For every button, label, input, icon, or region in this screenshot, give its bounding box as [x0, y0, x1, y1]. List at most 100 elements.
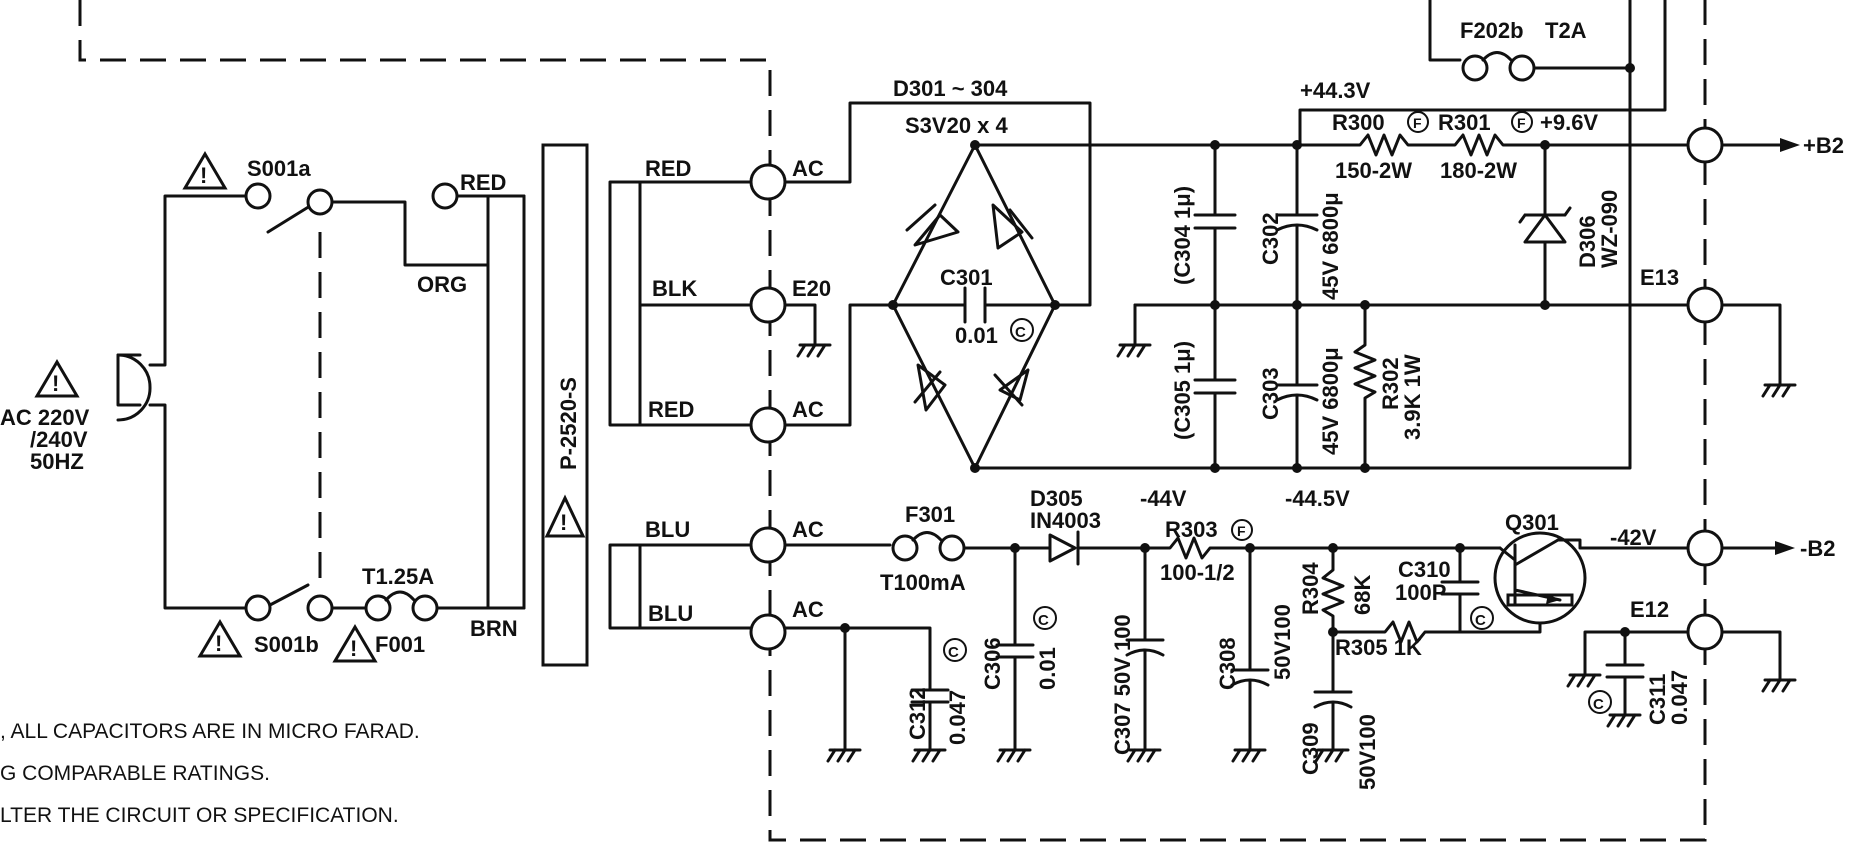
plus-b2-output: [1686, 126, 1800, 164]
fuse-rating-label: T1.25A: [362, 564, 434, 589]
d305-label: D305: [1030, 486, 1083, 511]
red-wire-label: RED: [648, 397, 694, 422]
warning-icon: !: [332, 624, 378, 663]
e13-label: E13: [1640, 265, 1679, 290]
svg-text:C: C: [1015, 324, 1026, 341]
plus-b2-label: +B2: [1803, 133, 1844, 158]
minus44-label: -44V: [1140, 486, 1187, 511]
svg-text:F: F: [1237, 523, 1246, 539]
c312-label: C312: [905, 687, 930, 740]
minus42-label: -42V: [1610, 525, 1657, 550]
svg-text:C: C: [948, 644, 959, 661]
c308-value: 50V100: [1270, 604, 1295, 680]
r303-value: 100-1/2: [1160, 560, 1235, 585]
plus443-label: +44.3V: [1300, 78, 1371, 103]
red-wire-label: RED: [645, 156, 691, 181]
svg-text:F: F: [1413, 115, 1422, 131]
warning-icon: !: [182, 151, 228, 190]
c306-value: 0.01: [1035, 647, 1060, 690]
c-mark-icon: C: [943, 638, 967, 662]
r302-value: 3.9K 1W: [1400, 354, 1425, 440]
r304-value: 68K: [1350, 575, 1375, 615]
minus-b2-label: -B2: [1800, 536, 1835, 561]
f301-label: F301: [905, 502, 955, 527]
d301-304-label: D301 ~ 304: [893, 76, 1008, 101]
d306-label: D306: [1575, 215, 1600, 268]
svg-text:C: C: [1475, 612, 1486, 629]
c310-label: C310: [1398, 557, 1451, 582]
c306-label: C306: [980, 637, 1005, 690]
e12-terminal: [1686, 613, 1797, 693]
e13-terminal: [1686, 286, 1797, 398]
negative-supply: [783, 530, 1692, 763]
warning-icon: !: [544, 494, 586, 538]
svg-text:!: !: [52, 371, 59, 396]
dashed-boundary: [78, 0, 1707, 842]
minus-b2-output: [1686, 529, 1795, 567]
c311-value: 0.047: [1667, 670, 1692, 725]
c309-label: C309: [1298, 722, 1323, 775]
org-wire-label: ORG: [417, 272, 467, 297]
f-mark-icon: F: [1407, 111, 1429, 133]
s001a-label: S001a: [247, 156, 311, 181]
svg-text:!: !: [350, 636, 357, 661]
c-mark-icon: C: [1010, 318, 1034, 342]
ac-terminal-label: AC: [792, 397, 824, 422]
ac-terminal-label: AC: [792, 156, 824, 181]
c303-label: C303: [1258, 367, 1283, 420]
note-line-3: LTER THE CIRCUIT OR SPECIFICATION.: [0, 804, 399, 827]
c301-value: 0.01: [955, 323, 998, 348]
svg-text:C: C: [1038, 612, 1049, 629]
c302-label: C302: [1258, 212, 1283, 265]
c-mark-icon: C: [1470, 606, 1494, 630]
warning-icon: !: [34, 359, 80, 398]
board-terminals: [749, 163, 787, 651]
e20-terminal-label: E20: [792, 276, 831, 301]
f-mark-icon: F: [1231, 519, 1253, 541]
ac-input-label-3: 50HZ: [30, 449, 84, 474]
c302-value: 45V 6800μ: [1318, 192, 1343, 300]
d306-value: WZ-090: [1597, 190, 1622, 268]
brn-wire-label: BRN: [470, 616, 518, 641]
c312-value: 0.047: [945, 690, 970, 745]
ground-symbol: [783, 303, 832, 358]
in4003-label: IN4003: [1030, 508, 1101, 533]
svg-text:!: !: [215, 631, 222, 656]
warning-icon: !: [197, 619, 243, 658]
c307-label: C307 50V 100: [1110, 614, 1135, 755]
plus96-label: +9.6V: [1540, 110, 1598, 135]
svg-text:F: F: [1517, 115, 1526, 131]
c303-value: 45V 6800μ: [1318, 347, 1343, 455]
note-line-1: , ALL CAPACITORS ARE IN MICRO FARAD.: [0, 720, 420, 743]
svg-text:!: !: [560, 510, 567, 535]
r304-label: R304: [1298, 562, 1323, 615]
p2520s-label: P-2520-S: [556, 377, 581, 470]
red-wire-label: RED: [460, 170, 506, 195]
c309-value: 50V100: [1355, 714, 1380, 790]
f-mark-icon: F: [1511, 111, 1533, 133]
ac-input-label-2: /240V: [30, 427, 88, 452]
s001b-label: S001b: [254, 632, 319, 657]
blk-wire-label: BLK: [652, 276, 697, 301]
t100ma-label: T100mA: [880, 570, 966, 595]
svg-text:!: !: [200, 163, 207, 188]
r300-label: R300: [1332, 110, 1385, 135]
c308-label: C308: [1215, 637, 1240, 690]
blu-wire-label: BLU: [648, 601, 693, 626]
note-line-2: G COMPARABLE RATINGS.: [0, 762, 270, 785]
f202b-label: F202b: [1460, 18, 1524, 43]
positive-rail: [973, 0, 1707, 473]
ac-input-label: AC 220V: [0, 405, 90, 430]
r302-label: R302: [1378, 357, 1403, 410]
ac-terminal-label: AC: [792, 517, 824, 542]
r300-value: 150-2W: [1335, 158, 1412, 183]
r301-value: 180-2W: [1440, 158, 1517, 183]
minus445-label: -44.5V: [1285, 486, 1350, 511]
r301-label: R301: [1438, 110, 1491, 135]
e12-label: E12: [1630, 597, 1669, 622]
s3v20-label: S3V20 x 4: [905, 113, 1009, 138]
r305-label: R305 1K: [1335, 635, 1422, 660]
primary-wiring: [116, 182, 526, 622]
secondary-wiring: [608, 180, 754, 630]
